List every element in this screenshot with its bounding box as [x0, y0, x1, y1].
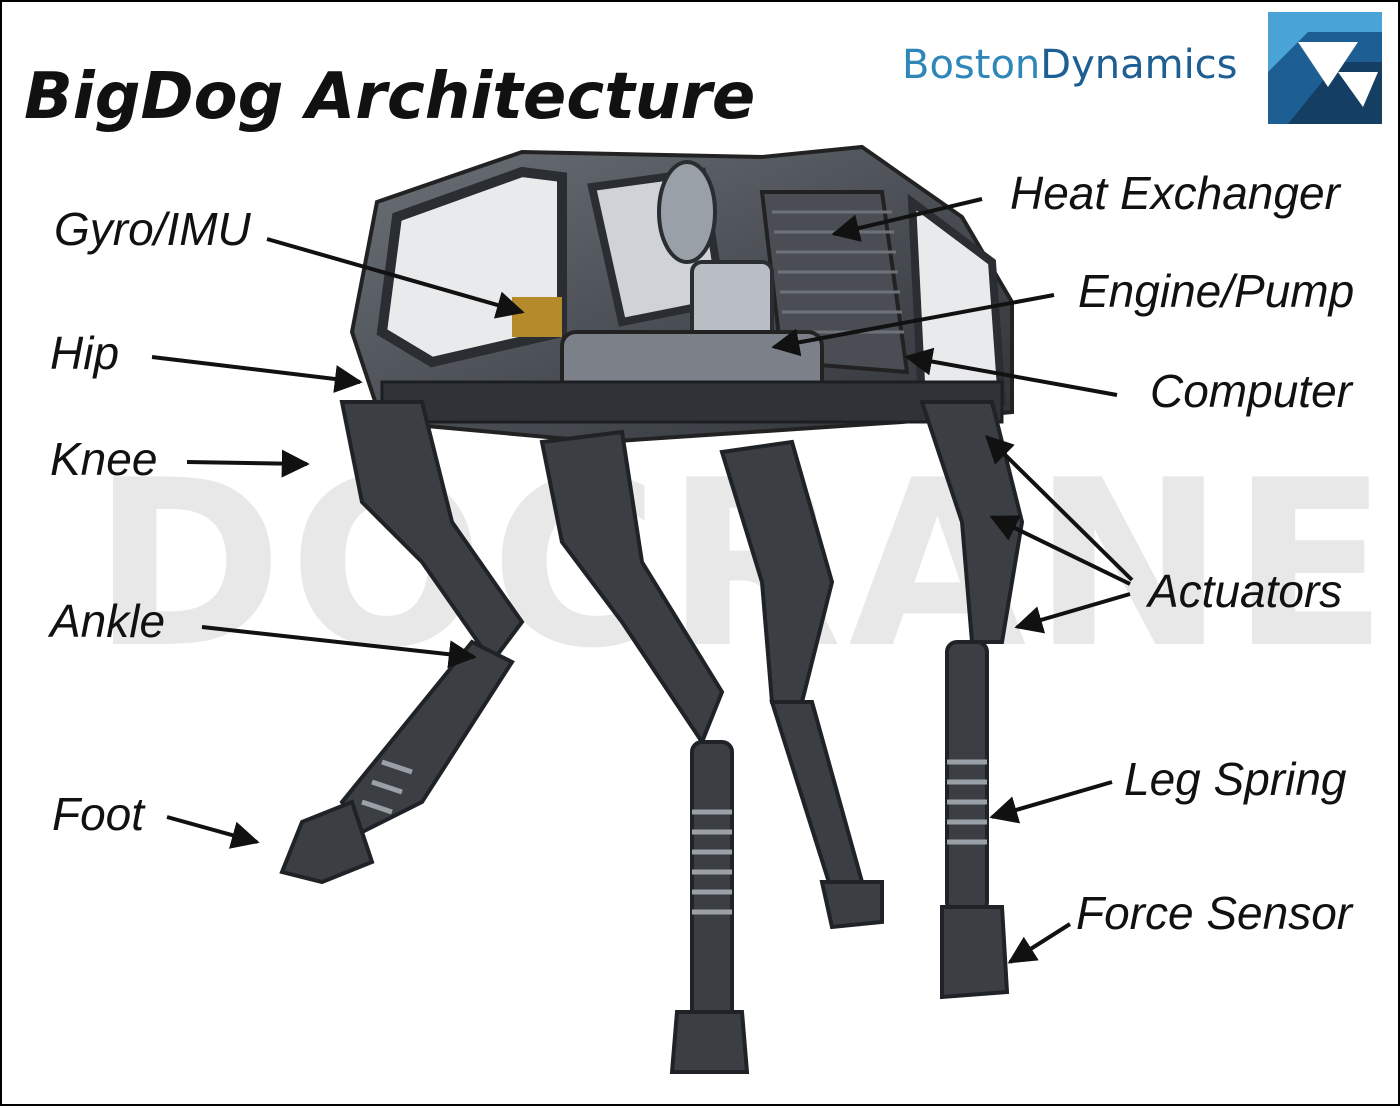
- arrow-knee: [186, 449, 310, 478]
- brand-part-2: Dynamics: [1040, 42, 1238, 88]
- page-title: BigDog Architecture: [24, 60, 756, 134]
- arrow-leg-spring: [989, 780, 1113, 824]
- label-heat-exchanger: Heat Exchanger: [1010, 167, 1340, 219]
- arrow-actuators-1: [985, 435, 1134, 582]
- label-knee: Knee: [50, 433, 158, 485]
- callout-arrows: [151, 197, 1134, 964]
- arrow-engine-pump: [771, 293, 1055, 357]
- arrow-foot: [166, 815, 260, 849]
- label-computer: Computer: [1150, 365, 1352, 417]
- label-engine-pump: Engine/Pump: [1078, 265, 1355, 317]
- label-gyro-imu: Gyro/IMU: [54, 203, 251, 255]
- leg-springs: [361, 759, 987, 915]
- brand-part-1: Boston: [902, 42, 1041, 88]
- arrow-force-sensor: [1007, 922, 1072, 964]
- label-leg-spring: Leg Spring: [1124, 753, 1347, 805]
- label-force-sensor: Force Sensor: [1076, 887, 1353, 939]
- label-ankle: Ankle: [50, 595, 166, 647]
- arrow-gyro-imu: [266, 237, 525, 319]
- arrow-ankle: [201, 625, 477, 669]
- brand-wordmark: BostonDynamics: [902, 42, 1238, 88]
- arrow-actuators-3: [1014, 592, 1131, 634]
- label-hip: Hip: [50, 327, 120, 379]
- label-foot: Foot: [52, 788, 145, 840]
- arrow-hip: [151, 355, 363, 393]
- robot-legs: [279, 400, 1025, 1074]
- arrow-computer: [904, 347, 1118, 397]
- robot-body: [349, 144, 1014, 445]
- boston-dynamics-logo-icon: [1268, 12, 1382, 124]
- arrow-actuators-2: [989, 515, 1131, 586]
- label-actuators: Actuators: [1148, 565, 1343, 617]
- arrow-heat-exchanger: [831, 197, 983, 242]
